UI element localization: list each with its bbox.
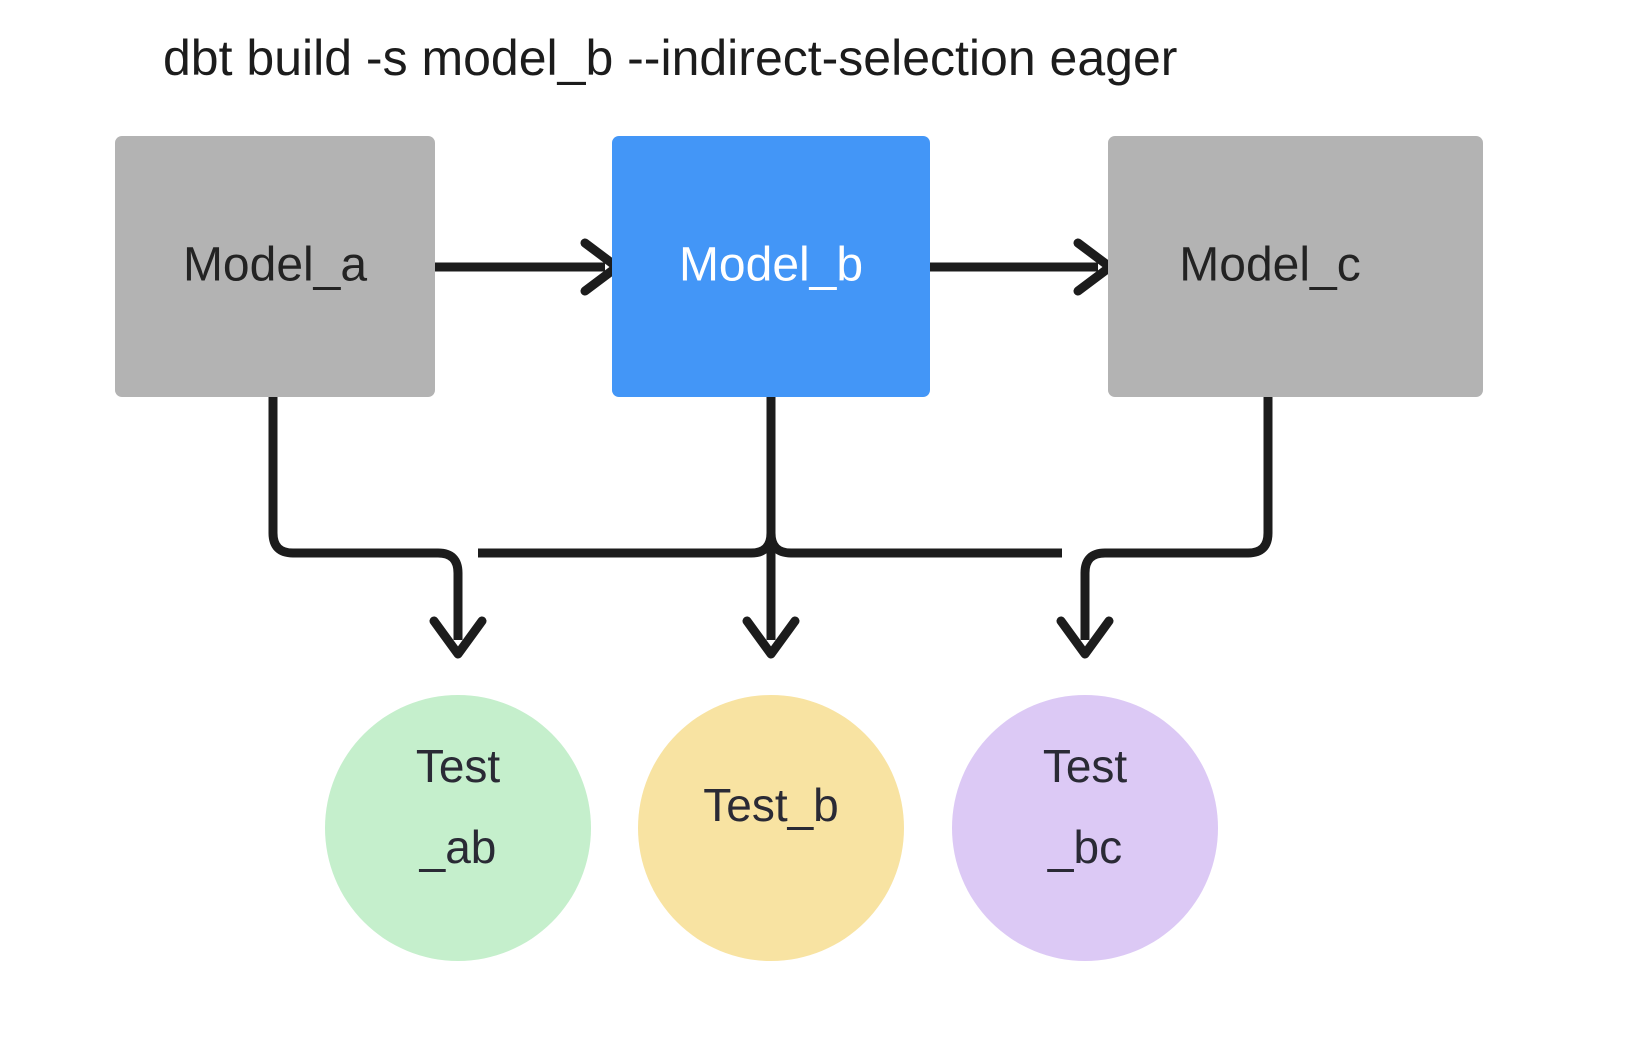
model-a-box[interactable]: [115, 136, 435, 397]
test-b-circle[interactable]: [638, 695, 904, 961]
arrowhead-test-bc: [1056, 616, 1114, 659]
node-test-b[interactable]: Test_b: [638, 695, 904, 961]
edge-path-model-c-test-bc: [1080, 397, 1273, 640]
node-test-ab[interactable]: Test _ab: [325, 695, 591, 961]
model-c-box[interactable]: [1108, 136, 1483, 397]
test-ab-circle[interactable]: [325, 695, 591, 961]
edge-model-b-to-test-bc: [766, 532, 1062, 558]
model-b-label: Model_b: [679, 239, 863, 292]
edge-model-b-to-test-ab: [478, 532, 776, 558]
diagram-title: dbt build -s model_b --indirect-selectio…: [163, 30, 1177, 86]
test-bc-circle[interactable]: [952, 695, 1218, 961]
node-model-a[interactable]: Model_a: [115, 136, 435, 397]
model-a-label: Model_a: [183, 239, 367, 292]
edge-model-b-to-test-b: [742, 397, 800, 659]
test-bc-label-line2: _bc: [1047, 821, 1122, 873]
edge-model-b-to-model-c: [930, 238, 1115, 296]
node-test-bc[interactable]: Test _bc: [952, 695, 1218, 961]
model-b-box[interactable]: [612, 136, 930, 397]
edge-model-a-to-model-b: [435, 238, 622, 296]
edge-path-model-a-test-ab: [268, 397, 463, 640]
node-model-c[interactable]: Model_c: [1108, 136, 1483, 397]
test-ab-label-line1: Test: [416, 740, 501, 792]
edge-model-a-to-test-ab: [268, 397, 487, 659]
edge-path-model-b-test-bc: [766, 532, 1062, 558]
edge-path-model-b-test-ab: [478, 532, 776, 558]
arrowhead-test-ab: [429, 616, 487, 659]
test-b-label-line1: Test_b: [703, 779, 839, 831]
arrowhead-test-b: [742, 616, 800, 659]
test-bc-label-line1: Test: [1043, 740, 1128, 792]
model-c-label: Model_c: [1179, 239, 1360, 292]
node-model-b[interactable]: Model_b: [612, 136, 930, 397]
edge-model-c-to-test-bc: [1056, 397, 1273, 659]
test-ab-label-line2: _ab: [419, 821, 497, 873]
